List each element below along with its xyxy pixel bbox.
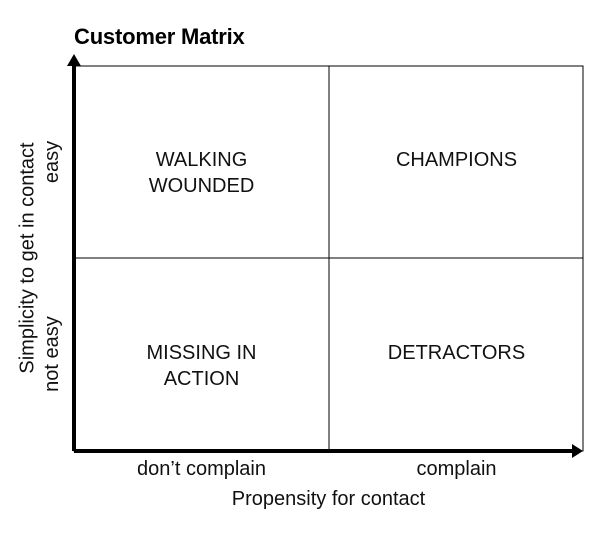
quadrant-top-right: CHAMPIONS: [329, 147, 584, 173]
matrix-lines: [67, 54, 584, 458]
quadrant-top-left-line-1: WALKING: [155, 149, 248, 171]
y-axis-title: Simplicity to get in contact: [16, 142, 39, 374]
y-axis-labels: Simplicity to get in contact easy not ea…: [10, 66, 70, 451]
quadrant-top-right-line-1: CHAMPIONS: [395, 149, 518, 171]
quadrant-bottom-left-line-1: MISSING IN: [146, 342, 257, 364]
x-axis-low-label: don’t complain: [137, 458, 266, 480]
quadrant-bottom-left: MISSING IN ACTION: [74, 340, 329, 392]
quadrant-top-left-line-2: WOUNDED: [148, 175, 255, 197]
matrix-grid: WALKING WOUNDED CHAMPIONS MISSING IN ACT…: [67, 54, 584, 458]
diagram-title: Customer Matrix: [74, 24, 245, 49]
quadrant-bottom-right-line-1: DETRACTORS: [387, 342, 526, 364]
y-axis-high-label: easy: [41, 140, 63, 184]
x-axis-high-label: complain: [416, 458, 497, 480]
quadrant-top-left: WALKING WOUNDED: [74, 147, 329, 199]
y-axis-low-label: not easy: [41, 316, 63, 392]
x-axis-title: Propensity for contact: [231, 488, 426, 510]
quadrant-bottom-right: DETRACTORS: [329, 340, 584, 366]
y-axis-arrowhead: [67, 54, 81, 66]
quadrant-bottom-left-line-2: ACTION: [163, 368, 240, 390]
x-axis-arrowhead: [572, 444, 583, 458]
